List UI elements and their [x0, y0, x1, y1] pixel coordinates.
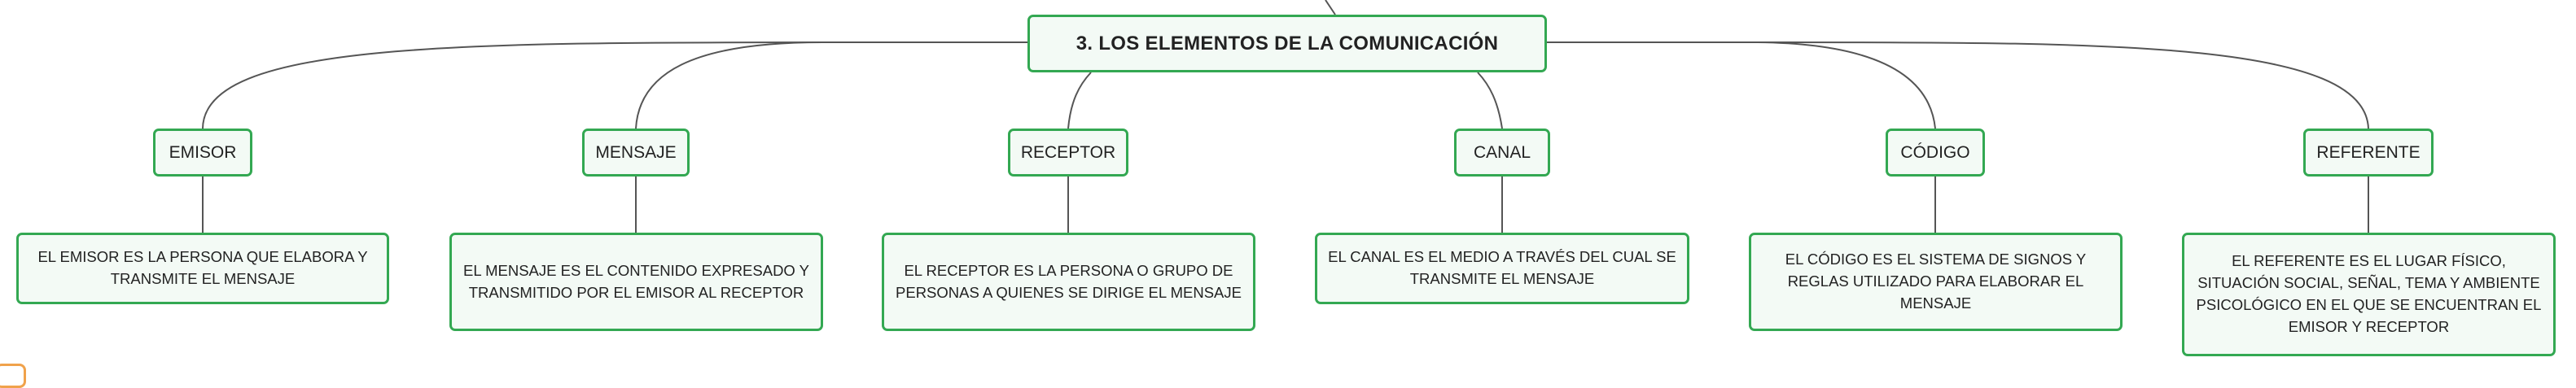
- connector-root-canal: [1477, 72, 1503, 129]
- description-canal[interactable]: EL CANAL ES EL MEDIO A TRAVÉS DEL CUAL S…: [1315, 233, 1689, 304]
- topic-codigo[interactable]: CÓDIGO: [1886, 129, 1985, 177]
- topic-mensaje[interactable]: MENSAJE: [582, 129, 690, 177]
- connector-root-receptor: [1067, 72, 1092, 129]
- topic-emisor[interactable]: EMISOR: [153, 129, 252, 177]
- connector-root-emisor: [202, 41, 1027, 129]
- topic-referente[interactable]: REFERENTE: [2303, 129, 2434, 177]
- connector-root-referente: [1547, 41, 2369, 129]
- topic-receptor[interactable]: RECEPTOR: [1008, 129, 1128, 177]
- topic-canal[interactable]: CANAL: [1454, 129, 1550, 177]
- description-emisor[interactable]: EL EMISOR ES LA PERSONA QUE ELABORA Y TR…: [16, 233, 389, 304]
- description-mensaje[interactable]: EL MENSAJE ES EL CONTENIDO EXPRESADO Y T…: [449, 233, 823, 331]
- corner-tab-marker: [0, 364, 26, 388]
- root-topic[interactable]: 3. LOS ELEMENTOS DE LA COMUNICACIÓN: [1027, 15, 1547, 72]
- description-referente[interactable]: EL REFERENTE ES EL LUGAR FÍSICO, SITUACI…: [2182, 233, 2556, 356]
- description-codigo[interactable]: EL CÓDIGO ES EL SISTEMA DE SIGNOS Y REGL…: [1749, 233, 2123, 331]
- connector-lines: [202, 0, 2369, 233]
- connector-root-codigo: [1547, 41, 1936, 129]
- description-receptor[interactable]: EL RECEPTOR ES LA PERSONA O GRUPO DE PER…: [882, 233, 1255, 331]
- root-parent-connector: [1325, 0, 1336, 15]
- connector-root-mensaje: [635, 41, 1027, 129]
